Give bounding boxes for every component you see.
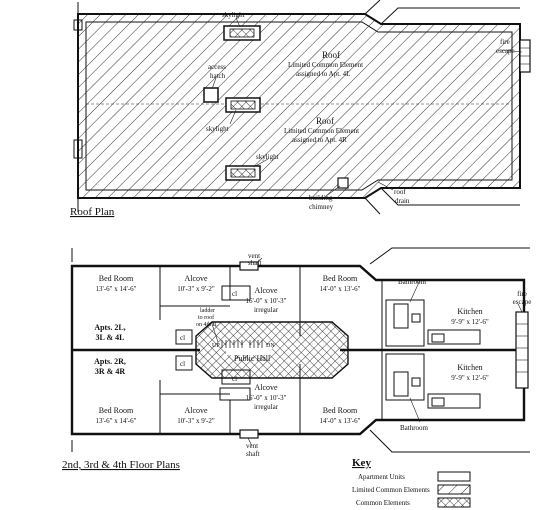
building-chimney <box>337 177 349 189</box>
vent-shaft-top <box>239 261 259 271</box>
kitchen-top-dim: 9'-9" x 12'-6" <box>451 318 489 326</box>
fire-escape-label-1: fire <box>500 38 510 46</box>
skylight-middle <box>225 97 261 113</box>
bedroom-tl-label: Bed Room <box>99 274 134 283</box>
bathtub-bottom <box>393 371 409 397</box>
closet-label-1: cl <box>180 334 185 342</box>
fire-escape-floor-label-1: fire <box>517 290 527 298</box>
alcove-tr-irregular: irregular <box>254 306 279 314</box>
bathroom-top-label: Bathroom <box>398 278 427 286</box>
limited-common-label-4r: Limited Common Element <box>284 127 359 135</box>
limited-common-label-4l: Limited Common Element <box>288 61 363 69</box>
key-legend: Key Apartment Units Limited Common Eleme… <box>352 457 471 508</box>
floor-plan: vent shaft Bed Room 13'-6" x 14'-6" Alco… <box>62 247 532 471</box>
assigned-4l-label: assigned to Apt. 4L <box>296 70 350 78</box>
apts-left-label-1: Apts. 2L, <box>94 323 125 332</box>
bathroom-bottom-label: Bathroom <box>400 424 429 432</box>
vent-shaft-bottom <box>239 429 259 439</box>
key-item-limited-common: Limited Common Elements <box>352 486 430 494</box>
roof-plan: skylight access hatch skylight skylight … <box>70 0 531 218</box>
bathtub-top <box>393 303 409 329</box>
stair-dn-label: DN <box>266 343 275 349</box>
bedroom-br-label: Bed Room <box>323 406 358 415</box>
skylight-bottom <box>225 165 261 181</box>
alcove-br-irregular: irregular <box>254 403 279 411</box>
alcove-br-label: Alcove <box>254 383 278 392</box>
bedroom-tr-dim: 14'-0" x 13'-6" <box>320 285 361 293</box>
alcove-br-dim: 16'-0" x 10'-3" <box>246 394 287 402</box>
alcove-tl-label: Alcove <box>184 274 208 283</box>
key-swatch-hatch <box>437 484 471 495</box>
roof-outline <box>77 13 521 199</box>
key-title: Key <box>352 457 371 469</box>
fire-escape-floor-label-2: escape <box>513 298 532 306</box>
alcove-tr-dim: 16'-0" x 10'-3" <box>246 297 287 305</box>
bedroom-br-dim: 14'-0" x 13'-6" <box>320 417 361 425</box>
vent-label-bottom-1: vent <box>246 442 258 450</box>
bedroom-bl-label: Bed Room <box>99 406 134 415</box>
assigned-4r-label: assigned to Apt. 4R <box>292 136 347 144</box>
fire-escape-label-2: escape <box>496 47 515 55</box>
key-item-common: Common Elements <box>356 499 410 507</box>
roof-label-4r: Roof <box>316 116 334 126</box>
alcove-bl-label: Alcove <box>184 406 208 415</box>
roof-plan-title: Roof Plan <box>70 206 115 218</box>
roof-drain-label-1: roof <box>394 188 406 196</box>
key-swatch-crosshatch <box>437 497 471 508</box>
ladder-label-2: to roof <box>198 314 214 321</box>
roof-drain-label-2: drain <box>395 197 410 205</box>
ladder-label-1: ladder <box>200 308 215 314</box>
skylight-label-bottom: skylight <box>256 153 279 161</box>
key-item-apartment-units: Apartment Units <box>358 473 405 481</box>
kitchen-top-label: Kitchen <box>457 307 482 316</box>
alcove-bl-dim: 10'-3" x 9'-2" <box>177 417 215 425</box>
fire-escape-roof <box>519 39 531 73</box>
bedroom-bl-dim: 13'-6" x 14'-6" <box>96 417 137 425</box>
closet-label-4: cl <box>232 375 237 383</box>
bedroom-tr-label: Bed Room <box>323 274 358 283</box>
skylight-label-middle: skylight <box>206 125 229 133</box>
chimney-label-2: chimney <box>309 203 334 211</box>
public-hall-label: Public Hall <box>234 354 271 363</box>
fire-escape-floor <box>515 311 529 389</box>
access-hatch <box>203 87 219 103</box>
vent-label-top-2: shaft <box>248 259 262 267</box>
chimney-label-1: building <box>309 194 333 202</box>
kitchen-bottom-label: Kitchen <box>457 363 482 372</box>
vent-label-top-1: vent <box>248 252 260 260</box>
access-hatch-label-2: hatch <box>210 72 226 80</box>
roof-label-4l: Roof <box>322 50 340 60</box>
key-swatch-blank <box>437 471 471 482</box>
access-hatch-label-1: access <box>208 63 226 71</box>
closet-label-3: cl <box>180 360 185 368</box>
stair-up-label: UP <box>212 343 220 349</box>
alcove-tl-dim: 10'-3" x 9'-2" <box>177 285 215 293</box>
stairs <box>221 340 263 348</box>
apts-left-label-2: 3L & 4L <box>96 333 125 342</box>
skylight-label-top: skylight <box>222 11 245 19</box>
kitchen-bottom-dim: 9'-9" x 12'-6" <box>451 374 489 382</box>
apts-right-label-1: Apts. 2R, <box>94 357 126 366</box>
vent-label-bottom-2: shaft <box>246 450 260 458</box>
apts-right-label-2: 3R & 4R <box>95 367 125 376</box>
alcove-tr-label: Alcove <box>254 286 278 295</box>
closet-label-2: cl <box>232 290 237 298</box>
floor-plan-title: 2nd, 3rd & 4th Floor Plans <box>62 459 180 471</box>
ladder-label-3: on 4th fl. <box>196 321 218 328</box>
bedroom-tl-dim: 13'-6" x 14'-6" <box>96 285 137 293</box>
skylight-top <box>223 25 261 41</box>
